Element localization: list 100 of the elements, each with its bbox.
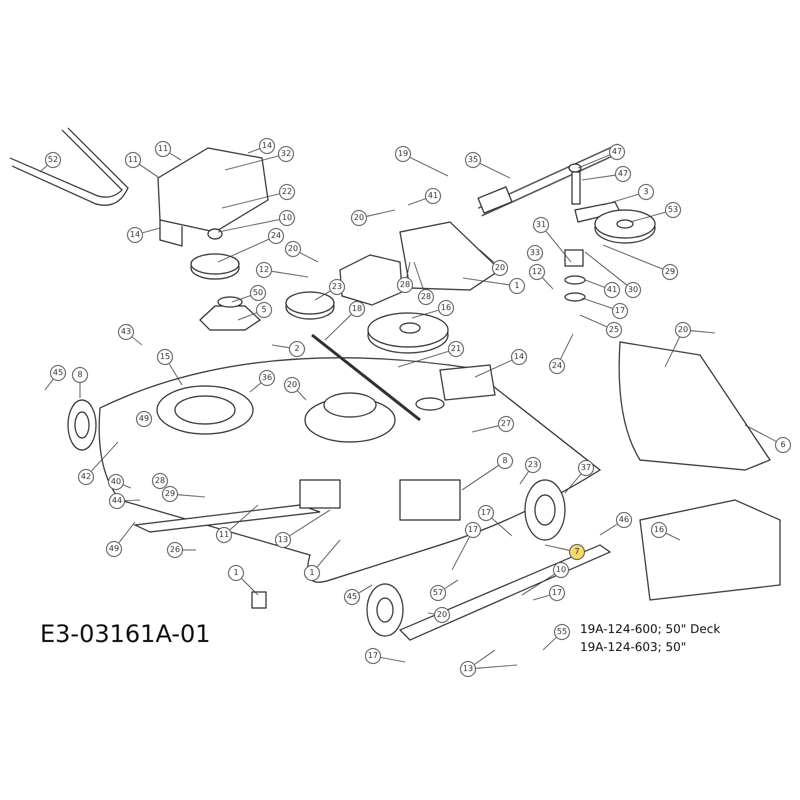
leader-line [414,262,424,290]
leader-line [544,544,570,551]
callout-number: 26 [167,542,183,558]
callout-number: 1 [304,565,320,581]
callout-number: 33 [527,245,543,261]
callout-number: 55 [554,624,570,640]
callout-number: 1 [228,565,244,581]
callout-number: 24 [268,228,284,244]
leader-line [314,290,330,300]
callout-number: 50 [250,285,266,301]
callout-number: 35 [465,152,481,168]
leader-line [744,424,776,442]
leader-line [366,210,396,217]
callout-number: 17 [365,648,381,664]
callout-number: 6 [775,437,791,453]
callout-number: 16 [438,300,454,316]
callout-number: 5 [256,302,272,318]
leader-line [40,165,48,172]
leader-line [462,278,510,286]
leader-line [444,580,458,589]
callout-number: 29 [662,264,678,280]
callout-number: 42 [78,469,94,485]
callout-number: 2 [289,341,305,357]
leader-line [380,657,406,662]
leader-line [630,212,666,222]
leader-line [476,664,518,669]
leader-line [578,154,610,168]
callout-number: 14 [511,349,527,365]
leader-line [289,510,330,536]
leader-line [132,336,142,346]
callout-number: 20 [285,241,301,257]
callout-number: 41 [425,188,441,204]
callout-number: 49 [106,541,122,557]
leader-line [241,578,258,596]
callout-number: 53 [665,202,681,218]
callout-number: 17 [612,303,628,319]
leader-line [480,163,510,178]
leader-line [452,536,470,570]
callout-number: 11 [125,152,141,168]
callout-number: 1 [509,278,525,294]
callout-number: 3 [638,184,654,200]
leader-line [238,312,257,320]
callout-number: 11 [216,527,232,543]
leader-line [462,465,499,490]
callout-number: 13 [460,661,476,677]
callout-number: 24 [549,358,565,374]
leader-line [412,310,439,318]
callout-number: 19 [395,146,411,162]
leader-line [248,148,260,154]
leader-line [410,157,448,176]
leader-line [297,390,306,400]
callout-number: 45 [50,365,66,381]
leader-line [542,277,554,290]
leader-line [408,198,426,206]
leader-line [168,363,182,386]
callout-number: 32 [278,146,294,162]
callout-number: 18 [349,301,365,317]
callout-number: 23 [329,279,345,295]
leader-line [169,152,182,160]
leader-line [406,262,410,278]
callout-number: 12 [529,264,545,280]
callout-number: 45 [344,589,360,605]
leader-line [546,230,572,262]
model-number: 19A-124-600; 50" Deck [580,622,720,636]
callout-number: 10 [553,562,569,578]
leader-line [232,295,251,302]
leader-line [124,500,140,502]
leader-line [398,351,449,368]
leader-line [520,471,529,484]
callout-number: 21 [448,341,464,357]
leader-line [602,244,663,270]
leader-line [44,379,54,390]
callout-number: 44 [109,493,125,509]
leader-line [532,594,550,600]
leader-line [564,474,582,494]
leader-line [123,484,132,488]
leader-line [584,252,628,286]
leader-line [118,522,136,544]
callout-number: 14 [127,227,143,243]
callout-number: 47 [615,166,631,182]
callout-number: 20 [351,210,367,226]
leader-line [690,330,716,334]
leader-line [222,194,280,208]
leader-line [218,238,270,262]
leader-line [178,494,206,498]
leader-line [522,574,555,596]
callout-number: 17 [549,585,565,601]
leader-line [324,314,352,340]
leader-line [91,442,118,472]
leader-line [560,334,574,360]
leader-line [272,270,308,278]
callout-number: 20 [492,260,508,276]
callout-number: 7 [569,544,585,560]
callout-number: 8 [72,367,88,383]
leader-line [142,228,160,234]
leader-line [480,250,494,263]
callout-number: 41 [604,282,620,298]
callout-number: 31 [533,217,549,233]
callout-number: 11 [155,141,171,157]
callout-number: 43 [118,324,134,340]
